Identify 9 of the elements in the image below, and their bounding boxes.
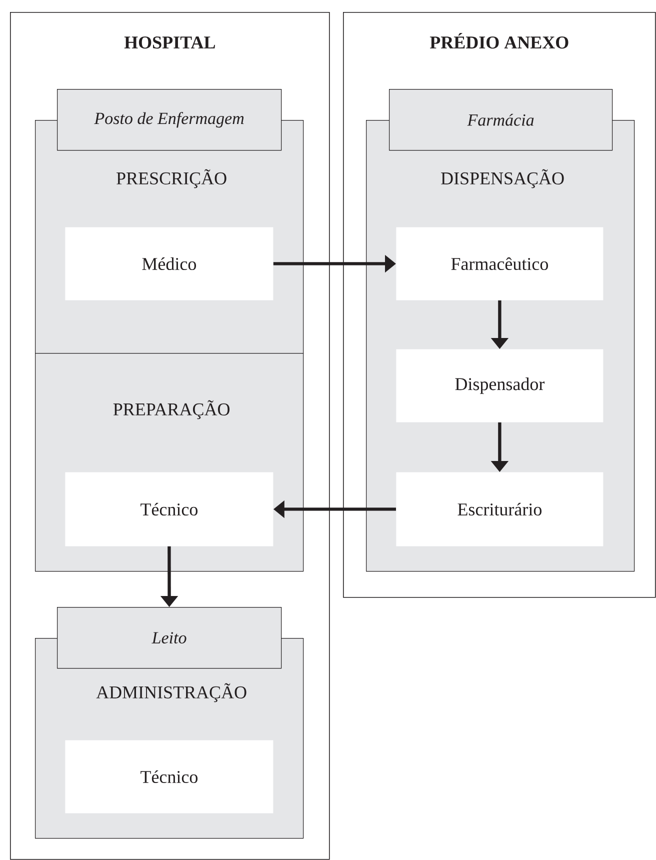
location-tab: Posto de Enfermagem (57, 89, 282, 151)
role-box: Escriturário (396, 472, 604, 546)
role-box: Técnico (65, 740, 274, 814)
role-box: Médico (65, 227, 274, 300)
location-tab: Leito (57, 607, 282, 669)
role-box: Técnico (65, 472, 274, 546)
role-box: Dispensador (396, 349, 604, 422)
location-tab: Farmácia (389, 89, 613, 151)
role-box: Farmacêutico (396, 227, 604, 300)
